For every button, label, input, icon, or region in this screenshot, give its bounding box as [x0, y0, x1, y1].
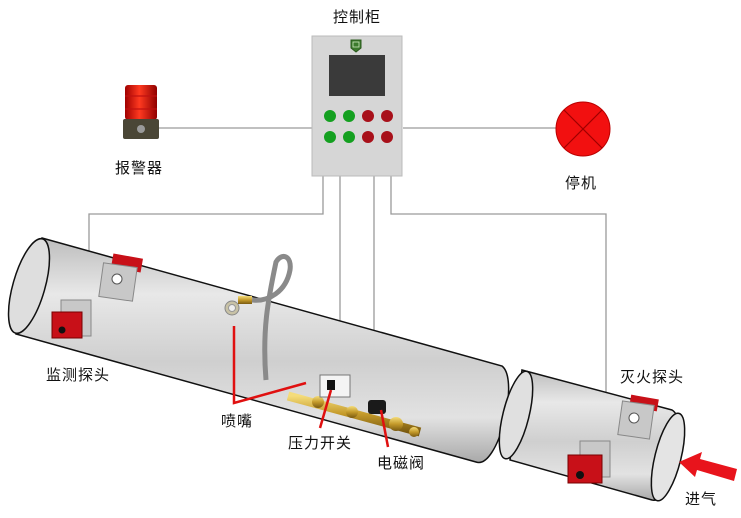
green-indicator-button — [343, 131, 355, 143]
solenoid-valve-icon — [368, 400, 386, 414]
callout-lines — [232, 326, 390, 448]
red-indicator-button — [381, 110, 393, 122]
red-indicator-button — [362, 131, 374, 143]
control-cabinet — [311, 35, 403, 177]
alarm-lamp-icon — [123, 85, 159, 139]
shutdown-stop-icon — [555, 101, 611, 157]
cabinet-buttons — [324, 110, 393, 143]
extinguish-probe-bottom — [567, 440, 611, 484]
green-indicator-button — [324, 110, 336, 122]
monitor-probe-bottom — [51, 299, 92, 339]
wires — [88, 127, 607, 440]
label-nozzle: 喷嘴 — [221, 412, 254, 430]
extinguish-probe-top — [617, 394, 659, 440]
callout-nozzle — [232, 326, 307, 405]
nozzle-assembly — [224, 254, 293, 381]
label-solenoid-valve: 电磁阀 — [377, 454, 426, 472]
label-alarm: 报警器 — [115, 159, 164, 177]
label-pressure-switch: 压力开关 — [288, 434, 353, 452]
air-inlet-arrow-icon — [679, 452, 737, 481]
label-shutdown: 停机 — [565, 174, 598, 192]
label-extinguish-probe: 灭火探头 — [620, 368, 685, 386]
brand-badge-icon — [350, 39, 362, 53]
callout-solenoid-valve — [379, 409, 390, 448]
red-indicator-button — [381, 131, 393, 143]
label-control-cabinet: 控制柜 — [333, 8, 382, 26]
green-indicator-button — [324, 131, 336, 143]
wire-extinguish-probe — [390, 176, 607, 440]
label-air-inlet: 进气 — [685, 490, 718, 508]
cabinet-screen — [329, 55, 385, 96]
callout-pressure-switch — [318, 389, 333, 429]
pressure-switch-icon — [319, 374, 351, 398]
label-monitor-probe: 监测探头 — [46, 366, 111, 384]
green-indicator-button — [343, 110, 355, 122]
main-pipe — [7, 237, 510, 463]
red-indicator-button — [362, 110, 374, 122]
valve-line — [286, 391, 422, 437]
monitor-probe-top — [98, 253, 143, 302]
